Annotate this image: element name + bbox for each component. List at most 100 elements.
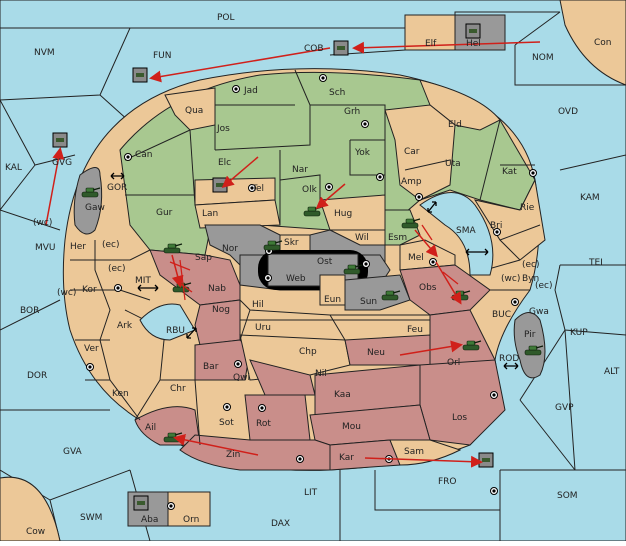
region-gaw[interactable] [73, 167, 103, 235]
land-label: Tel [251, 184, 264, 194]
fleet-unit-icon[interactable] [132, 67, 148, 83]
land-label: Obs [419, 283, 437, 293]
land-label: Orl [447, 358, 460, 368]
land-label: Lan [202, 209, 218, 219]
land-label: Mel [408, 253, 424, 263]
land-label: Gur [156, 208, 173, 218]
sea-label: NOM [532, 53, 554, 63]
land-label: Byn [522, 274, 539, 284]
sea-sma-channel [419, 192, 494, 276]
land-label: Chr [170, 384, 186, 394]
land-label: Sap [195, 253, 212, 263]
land-label: Elf [425, 39, 437, 49]
coast-label: (wc) [57, 288, 76, 298]
land-label: Yok [354, 148, 371, 158]
region-orn[interactable] [167, 491, 211, 527]
land-label: Amp [401, 177, 422, 187]
convoy-arrows [110, 172, 519, 370]
sea-label: OVD [558, 107, 578, 117]
land-label: Qwi [233, 373, 250, 383]
region-rot[interactable] [244, 394, 311, 441]
coast-label: (ec) [108, 264, 126, 274]
sea-label: GVP [555, 403, 574, 413]
land-label: Pir [524, 330, 536, 340]
land-label: Sun [360, 297, 377, 307]
sea-label: DAX [271, 519, 290, 529]
land-label: Esm [388, 233, 407, 243]
land-label: Nab [208, 284, 226, 294]
land-label: Elc [218, 158, 231, 168]
land-label: Sam [404, 447, 424, 457]
fleet-unit-icon[interactable] [52, 132, 68, 148]
sea-label: GOR [107, 183, 127, 193]
sea-label: FUN [153, 51, 172, 61]
region-car-uta[interactable] [384, 104, 456, 201]
sea-label: Cow [26, 527, 45, 537]
coast-label: (wc) [501, 274, 520, 284]
land-label: Rot [256, 419, 271, 429]
land-label: Kaa [334, 390, 351, 400]
sea-label: COB [304, 44, 324, 54]
land-label: Bri [490, 221, 502, 231]
land-label: Her [70, 242, 86, 252]
land-label: Ver [84, 344, 99, 354]
land-label: Kat [502, 167, 517, 177]
region-pir[interactable] [513, 312, 546, 379]
sea-label: RBU [166, 326, 185, 336]
fleet-unit-icon[interactable] [465, 23, 481, 39]
land-label: Qua [185, 106, 203, 116]
land-label: Eld [448, 120, 462, 130]
land-label: Neu [367, 348, 385, 358]
sea-label: FRO [438, 477, 457, 487]
land-label: Gwa [529, 307, 549, 317]
land-label: Ost [317, 257, 333, 267]
green-borders [124, 69, 535, 225]
land-label: Nog [212, 305, 230, 315]
sea-label: ALT [604, 367, 620, 377]
region-zin[interactable] [179, 434, 331, 471]
land-label: Los [452, 413, 467, 423]
land-label: Sch [329, 88, 345, 98]
land-label: Zin [226, 450, 240, 460]
land-label: Nil [315, 369, 327, 379]
land-label: Car [404, 147, 420, 157]
land-label: Uru [255, 323, 271, 333]
land-label: Bar [203, 362, 219, 372]
sea-label: NVM [34, 48, 55, 58]
land-label: (wc) [33, 218, 52, 228]
region-qua[interactable] [164, 87, 216, 131]
land-label: Gaw [85, 203, 105, 213]
land-label: Wil [355, 233, 369, 243]
region-sun[interactable] [344, 274, 411, 311]
order-arrows [45, 41, 541, 468]
land-label: Olk [302, 185, 318, 195]
region-eld[interactable] [419, 79, 501, 131]
land-label: Ken [112, 389, 129, 399]
region-hug[interactable] [319, 194, 386, 231]
sea-label: SWM [80, 513, 102, 523]
fleet-unit-icon[interactable] [333, 40, 349, 56]
coast-label: (ec) [522, 260, 540, 270]
land-label: Ail [145, 423, 156, 433]
sea-label: KAM [580, 193, 600, 203]
land-label: Sot [219, 418, 234, 428]
fleet-unit-icon[interactable] [478, 452, 494, 468]
land-label: Hug [334, 209, 352, 219]
sea-label: BUC [492, 310, 511, 320]
sea-label: KAL [5, 163, 22, 173]
land-label: Grh [344, 107, 360, 117]
land-label: Mou [342, 422, 361, 432]
land-label: Skr [284, 238, 299, 248]
land-label: Ark [117, 321, 133, 331]
land-label: Rie [520, 203, 535, 213]
sea-label: Con [594, 38, 612, 48]
fleet-unit-icon[interactable] [133, 495, 149, 511]
sea-label: KUP [570, 328, 588, 338]
region-neu[interactable] [344, 334, 431, 366]
land-label: Can [135, 150, 153, 160]
land-label: Kor [82, 285, 97, 295]
land-label: Eun [324, 295, 341, 305]
sea-label: SMA [456, 226, 476, 236]
